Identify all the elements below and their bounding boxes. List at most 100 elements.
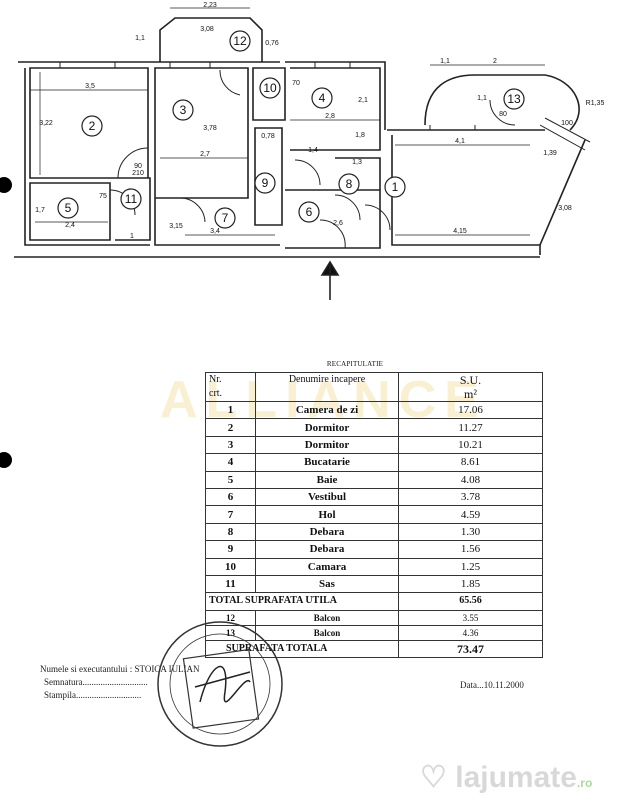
door-width: 90 bbox=[134, 163, 142, 170]
dimension-label: 2,7 bbox=[200, 151, 210, 158]
room-number-cell: 8 bbox=[205, 522, 256, 542]
stamp-line: Stampila............................. bbox=[44, 690, 142, 700]
dimension-label: 2,8 bbox=[325, 113, 335, 120]
room-7-marker bbox=[214, 207, 236, 229]
dimension-label: 3,22 bbox=[39, 120, 53, 127]
header-su: S.U. bbox=[459, 373, 482, 387]
room-area-cell: 4.36 bbox=[398, 624, 543, 641]
room-number-cell: 7 bbox=[205, 505, 256, 524]
dimension-label: 1,1 bbox=[440, 58, 450, 65]
header-unit: m² bbox=[464, 387, 477, 401]
room-area-cell: 1.25 bbox=[398, 557, 543, 576]
room-number-cell: 6 bbox=[205, 487, 256, 507]
dimension-label: 0,78 bbox=[261, 133, 275, 140]
total-util-label: TOTAL SUPRAFATA UTILA bbox=[205, 592, 399, 611]
recap-title: RECAPITULATIE bbox=[326, 360, 384, 368]
room-area-cell: 4.08 bbox=[398, 470, 543, 489]
header-nr: Nr. bbox=[209, 374, 222, 385]
room-1-marker bbox=[384, 176, 406, 198]
dimension-label: 4,1 bbox=[455, 138, 465, 145]
room-number-cell: 10 bbox=[205, 557, 256, 576]
room-6-marker bbox=[298, 201, 320, 223]
document-date: Data...10.11.2000 bbox=[460, 680, 524, 690]
dimension-label: 3,5 bbox=[85, 83, 95, 90]
dimension-label: 2,1 bbox=[358, 97, 368, 104]
room-name-cell: Vestibul bbox=[255, 487, 399, 507]
room-number: 2 bbox=[89, 119, 96, 133]
room-area-cell: 1.85 bbox=[398, 574, 543, 594]
room-2-marker bbox=[81, 115, 103, 137]
room-number: 3 bbox=[180, 103, 187, 117]
dimension-label: 0,76 bbox=[265, 40, 279, 47]
room-4-marker bbox=[311, 87, 333, 109]
room-number: 10 bbox=[263, 81, 277, 95]
room-area-cell: 1.56 bbox=[398, 540, 543, 559]
room-area-cell: 1.30 bbox=[398, 522, 543, 542]
room-11-marker bbox=[120, 188, 142, 210]
room-area-cell: 4.59 bbox=[398, 505, 543, 524]
dimension-label: 2 bbox=[493, 58, 497, 65]
room-number-cell: 4 bbox=[205, 453, 256, 472]
room-number: 5 bbox=[65, 201, 72, 215]
room-number-cell: 3 bbox=[205, 435, 256, 455]
binder-hole bbox=[0, 177, 12, 193]
room-area-cell: 3.55 bbox=[398, 609, 543, 626]
room-area-cell: 10.21 bbox=[398, 435, 543, 455]
room-area-cell: 3.78 bbox=[398, 487, 543, 507]
door-width: 70 bbox=[292, 80, 300, 87]
room-number-cell: 11 bbox=[205, 574, 256, 594]
dimension-label: 1,39 bbox=[543, 150, 557, 157]
room-number-cell: 9 bbox=[205, 540, 256, 559]
room-name-cell: Dormitor bbox=[255, 418, 399, 437]
dimension-label: 2,6 bbox=[333, 220, 343, 227]
door-width: 75 bbox=[99, 193, 107, 200]
dimension-label: 1,1 bbox=[477, 95, 487, 102]
total-util-row: TOTAL SUPRAFATA UTILA 65.56 bbox=[205, 592, 543, 611]
room-number: 7 bbox=[222, 211, 229, 225]
dimension-label: 1,4 bbox=[308, 147, 318, 154]
dimension-label: 2,4 bbox=[65, 222, 75, 229]
room-number: 13 bbox=[507, 92, 521, 106]
room-name-cell: Dormitor bbox=[255, 435, 399, 455]
room-area-cell: 17.06 bbox=[398, 400, 543, 420]
signature bbox=[194, 665, 251, 703]
room-name-cell: Camara bbox=[255, 557, 399, 576]
dimension-label: 3,15 bbox=[169, 223, 183, 230]
room-number: 9 bbox=[262, 176, 269, 190]
dimension-label: R1,35 bbox=[586, 100, 605, 107]
dimension-label: 1,1 bbox=[135, 35, 145, 42]
room-number: 8 bbox=[346, 177, 353, 191]
signature-line: Semnatura............................. bbox=[44, 677, 148, 687]
dimension-label: 1,8 bbox=[355, 132, 365, 139]
room-name-cell: Camera de zi bbox=[255, 400, 399, 420]
room-area-cell: 11.27 bbox=[398, 418, 543, 437]
total-label: SUPRAFATA TOTALA bbox=[205, 639, 399, 659]
room-name-cell: Baie bbox=[255, 470, 399, 489]
door-height: 210 bbox=[132, 170, 144, 177]
room-number-cell: 2 bbox=[205, 418, 256, 437]
room-5-marker bbox=[57, 197, 79, 219]
binder-hole bbox=[0, 452, 12, 468]
total-row: SUPRAFATA TOTALA 73.47 bbox=[205, 639, 543, 659]
room-10-marker bbox=[259, 77, 281, 99]
room-name-cell: Bucatarie bbox=[255, 453, 399, 472]
executant-name: Numele si executantului : STOICA IULIAN bbox=[40, 664, 200, 674]
room-number: 4 bbox=[319, 91, 326, 105]
room-number-cell: 5 bbox=[205, 470, 256, 489]
room-name-cell: Sas bbox=[255, 574, 399, 594]
door-width: 80 bbox=[499, 111, 507, 118]
door-width: 100 bbox=[561, 120, 573, 127]
room-number-cell: 1 bbox=[205, 400, 256, 420]
dimension-label: 1,3 bbox=[352, 159, 362, 166]
site-watermark: ♡ lajumate.ro bbox=[420, 761, 593, 794]
dimension-label: 3,4 bbox=[210, 228, 220, 235]
